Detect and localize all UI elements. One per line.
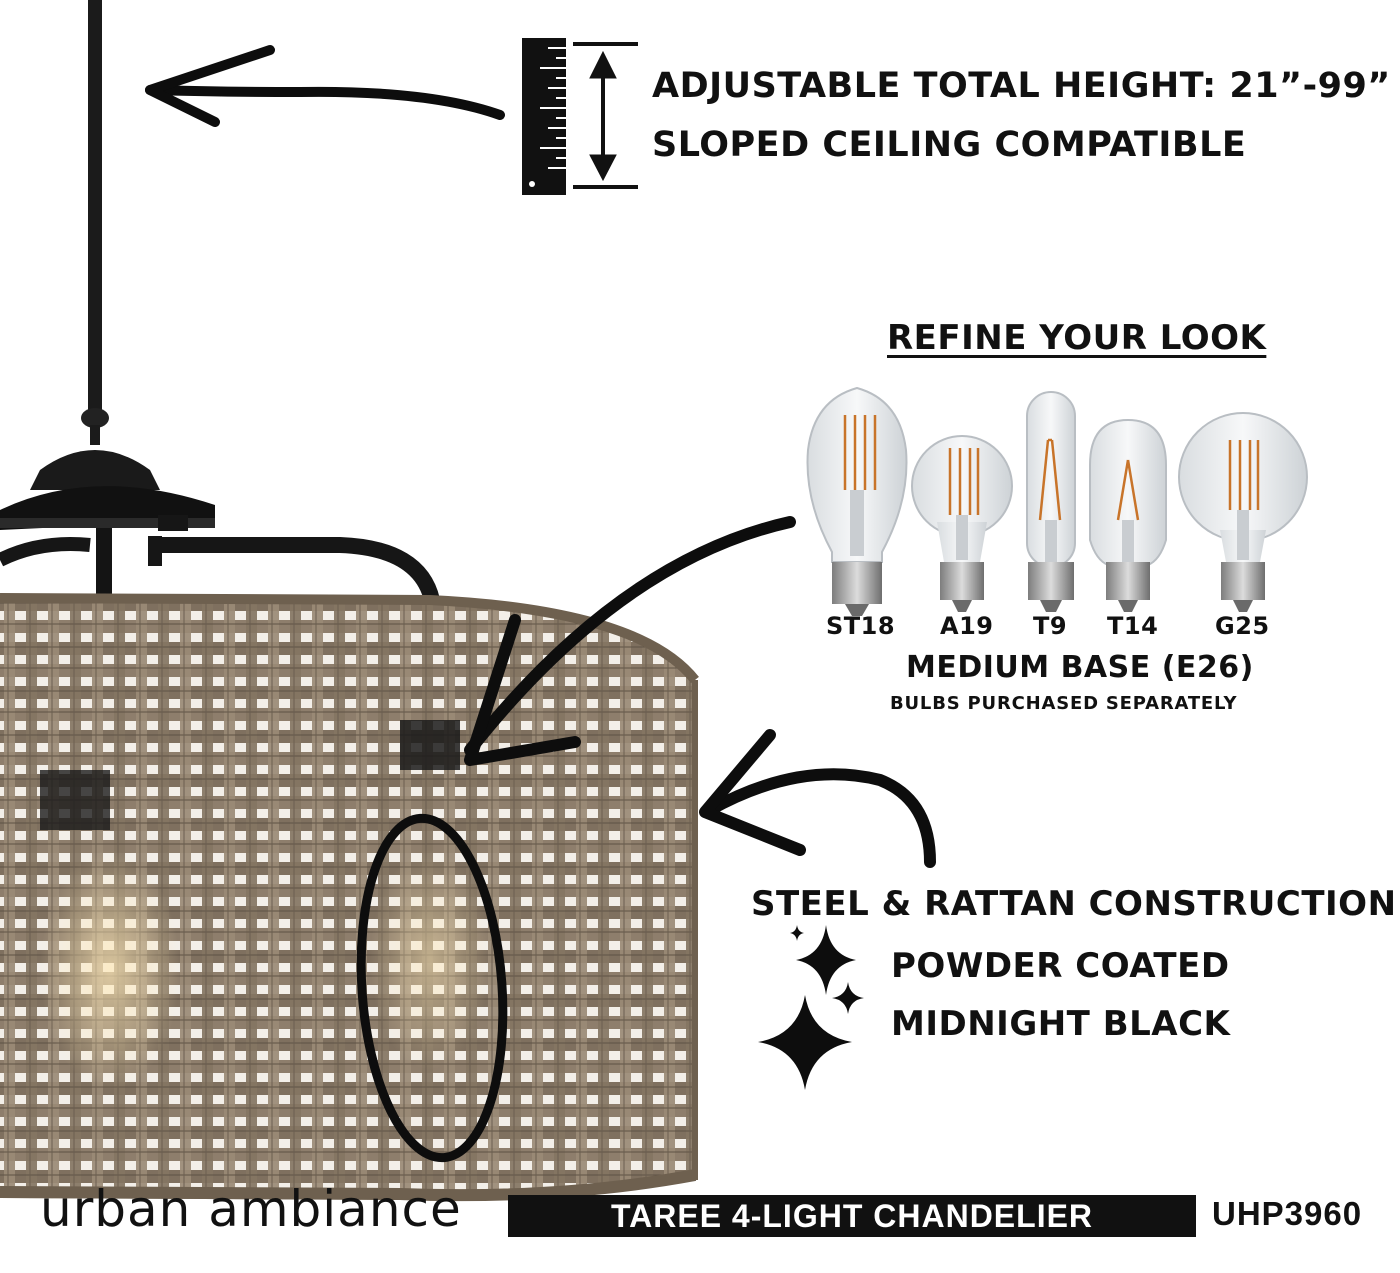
base-type: MEDIUM BASE (E26) bbox=[906, 650, 1254, 685]
bulbs-note: BULBS PURCHASED SEPARATELY bbox=[890, 693, 1238, 714]
bulb-t14 bbox=[1089, 418, 1167, 612]
finish-line-1: POWDER COATED bbox=[891, 946, 1230, 986]
product-name-bar: TAREE 4-LIGHT CHANDELIER bbox=[508, 1195, 1196, 1237]
product-name: TAREE 4-LIGHT CHANDELIER bbox=[610, 1197, 1094, 1234]
bulb-label-a19: A19 bbox=[940, 612, 994, 640]
bulb-label-g25: G25 bbox=[1215, 612, 1270, 640]
height-spec: ADJUSTABLE TOTAL HEIGHT: 21”-99” bbox=[652, 66, 1391, 106]
bulb-t9 bbox=[1026, 391, 1076, 612]
bulb-label-st18: ST18 bbox=[826, 612, 896, 640]
bulb-g25 bbox=[1178, 412, 1308, 612]
construction-feature: STEEL & RATTAN CONSTRUCTION bbox=[751, 884, 1397, 924]
refine-title: REFINE YOUR LOOK bbox=[887, 318, 1267, 358]
sparkle-icon bbox=[758, 925, 864, 1090]
brand-logo: urban ambiance bbox=[40, 1180, 462, 1238]
chandelier-frame bbox=[0, 0, 440, 648]
product-sku: UHP3960 bbox=[1212, 1195, 1363, 1232]
bulb-a19 bbox=[911, 435, 1013, 612]
annotation-strokes bbox=[145, 45, 936, 1163]
ceiling-spec: SLOPED CEILING COMPATIBLE bbox=[652, 125, 1247, 165]
bulb-st18 bbox=[806, 386, 908, 616]
bulb-label-t9: T9 bbox=[1033, 612, 1068, 640]
rattan-shade bbox=[0, 593, 699, 1202]
height-arrow-icon bbox=[573, 42, 638, 189]
finish-line-2: MIDNIGHT BLACK bbox=[891, 1004, 1231, 1044]
ruler-icon bbox=[522, 38, 566, 195]
bulb-label-t14: T14 bbox=[1107, 612, 1159, 640]
